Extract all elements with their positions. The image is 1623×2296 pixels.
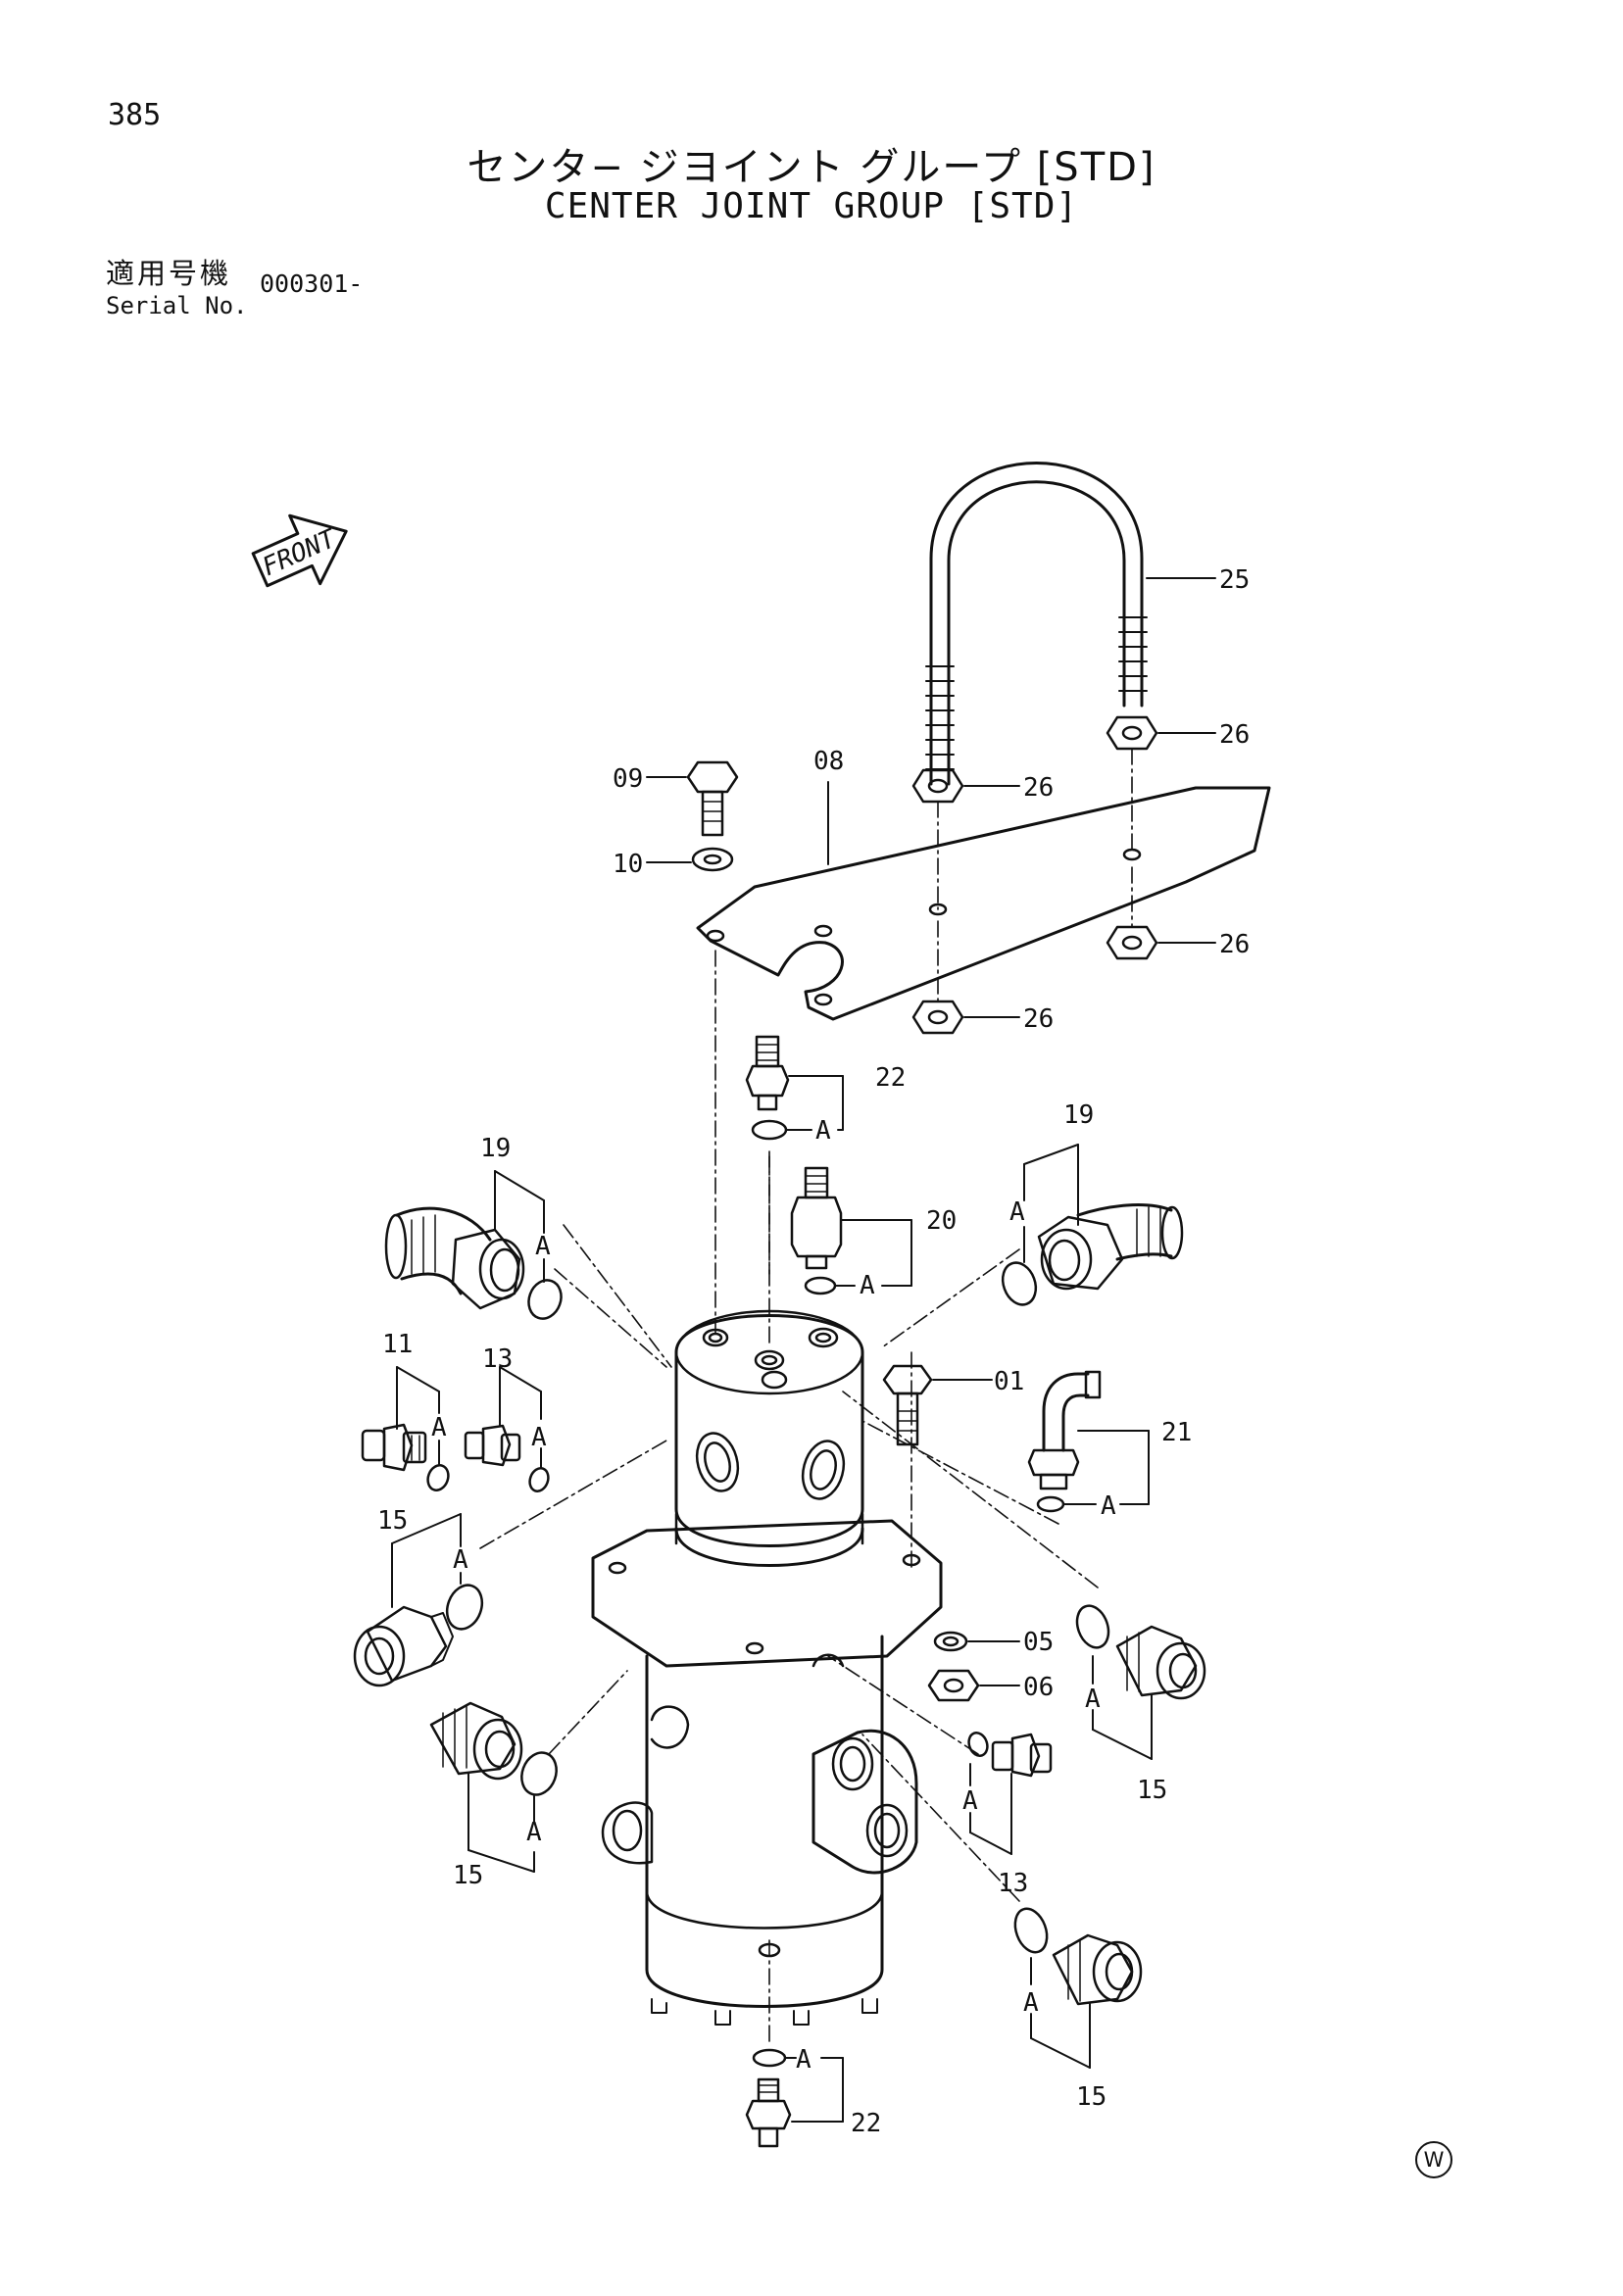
serial-label-english: Serial No. (106, 292, 248, 319)
u-bolt-icon (925, 462, 1148, 786)
straight-fitting-icon (1052, 1933, 1143, 2006)
washer-icon (691, 847, 734, 872)
callout-20: 20 (926, 1206, 957, 1236)
oring-marker: A (815, 1116, 831, 1146)
callout-10: 10 (613, 850, 643, 879)
hex-nut-icon (927, 1669, 980, 1702)
hex-nut-icon (911, 768, 964, 804)
oring-marker: A (531, 1423, 547, 1452)
washer-icon (933, 1631, 968, 1652)
straight-fitting-icon (1115, 1625, 1206, 1700)
alignment-lines (479, 748, 1133, 2044)
oring-marker: A (1085, 1685, 1101, 1714)
callout-26: 26 (1023, 773, 1054, 803)
bolt-icon (882, 1364, 933, 1446)
callout-11: 11 (382, 1330, 413, 1359)
callout-01: 01 (994, 1367, 1024, 1396)
center-joint-body-icon (591, 1309, 943, 2026)
callout-26: 26 (1023, 1004, 1054, 1034)
fitting-icon (361, 1423, 427, 1472)
straight-fitting-icon (429, 1701, 523, 1781)
elbow-fitting-icon (384, 1206, 525, 1310)
straight-fitting-icon (353, 1605, 454, 1687)
elbow-fitting-icon (1027, 1370, 1102, 1490)
callout-26: 26 (1219, 930, 1250, 959)
oring-marker: A (526, 1818, 542, 1847)
title-english: CENTER JOINT GROUP [STD] (544, 186, 1079, 226)
callout-22: 22 (875, 1063, 906, 1093)
callout-19: 19 (1063, 1100, 1094, 1130)
callout-05: 05 (1023, 1628, 1054, 1657)
callout-21: 21 (1161, 1418, 1192, 1447)
front-arrow-icon: FRONT (251, 513, 348, 588)
hex-nut-icon (1106, 925, 1158, 960)
callout-15: 15 (453, 1861, 483, 1890)
callout-26: 26 (1219, 720, 1250, 750)
callout-06: 06 (1023, 1673, 1054, 1702)
oring-marker: A (1023, 1988, 1039, 2018)
oring-marker: A (796, 2045, 812, 2075)
bolt-icon (686, 760, 739, 837)
oring-marker: A (431, 1413, 447, 1442)
callout-09: 09 (613, 764, 643, 794)
callout-08: 08 (813, 747, 844, 776)
hex-nut-icon (1106, 715, 1158, 751)
callout-22: 22 (851, 2109, 881, 2138)
callout-13: 13 (998, 1869, 1028, 1898)
oring-marker: A (1101, 1491, 1116, 1521)
callout-15: 15 (377, 1506, 408, 1536)
elbow-fitting-icon (1037, 1203, 1184, 1291)
watermark-circle-w: W (1415, 2141, 1452, 2178)
oring-marker: A (1009, 1197, 1025, 1227)
title-japanese: センタ− ジヨイント グループ [STD] (467, 145, 1156, 190)
fitting-icon (745, 1035, 790, 1111)
callout-25: 25 (1219, 565, 1250, 595)
front-label: FRONT (258, 523, 341, 582)
bracket-plate-icon (696, 786, 1271, 1021)
adapter-icon (790, 1166, 843, 1270)
callout-19: 19 (480, 1134, 511, 1163)
serial-value: 000301- (260, 269, 364, 298)
oring-marker: A (962, 1786, 978, 1816)
oring-marker: A (453, 1545, 468, 1575)
fitting-icon (991, 1733, 1053, 1778)
oring-marker: A (860, 1271, 875, 1300)
callout-15: 15 (1137, 1776, 1167, 1805)
page-number: 385 (108, 98, 162, 132)
hex-nut-icon (911, 1000, 964, 1035)
callout-15: 15 (1076, 2082, 1107, 2112)
callout-13: 13 (482, 1344, 513, 1374)
fitting-icon (464, 1424, 521, 1467)
fitting-icon (745, 2077, 792, 2148)
serial-label-japanese: 適用号機 (106, 257, 232, 290)
oring-markers: A A A A A A A A A A A A A (431, 1116, 1116, 2075)
oring-marker: A (535, 1232, 551, 1261)
